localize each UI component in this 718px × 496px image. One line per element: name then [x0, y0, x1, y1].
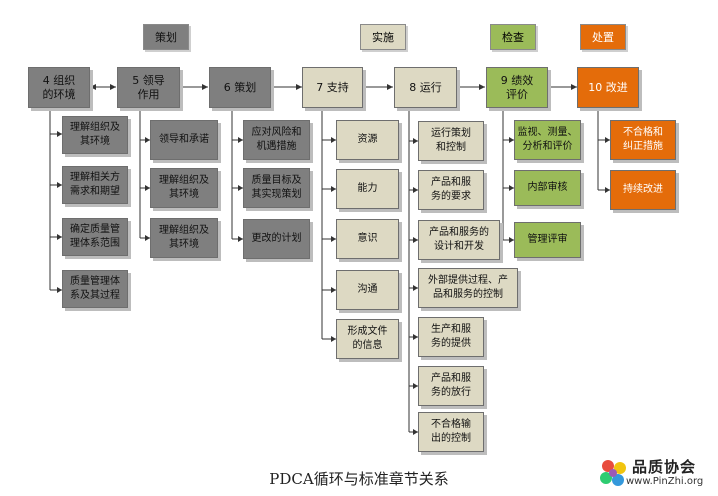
sub-item: 理解相关方 需求和期望 — [62, 166, 128, 204]
clause-7-box: 7 支持 — [302, 67, 363, 108]
figure-caption: PDCA循环与标准章节关系 — [269, 470, 449, 488]
sub-item: 理解组织及 其环境 — [150, 168, 218, 208]
clause-5-box: 5 领导 作用 — [117, 67, 180, 108]
sub-item: 更改的计划 — [243, 219, 310, 259]
sub-item: 质量目标及 其实现策划 — [243, 168, 310, 208]
logo-name: 品质协会 — [632, 458, 697, 476]
sub-item: 生产和服 务的提供 — [418, 317, 484, 357]
sub-item: 资源 — [336, 120, 399, 160]
sub-item: 应对风险和 机遇措施 — [243, 120, 310, 160]
sub-item: 外部提供过程、产 品和服务的控制 — [418, 268, 518, 308]
sub-item: 意识 — [336, 219, 399, 259]
logo-url: www.PinZhi.org — [626, 476, 704, 487]
clause-9-box: 9 绩效 评价 — [486, 67, 548, 108]
phase-plan: 策划 — [143, 24, 189, 50]
sub-item: 运行策划 和控制 — [418, 121, 484, 161]
clause-8-box: 8 运行 — [394, 67, 457, 108]
sub-item: 质量管理体 系及其过程 — [62, 270, 128, 308]
clause-10-box: 10 改进 — [577, 67, 639, 108]
sub-item: 确定质量管 理体系范围 — [62, 218, 128, 256]
sub-item: 产品和服务的 设计和开发 — [418, 220, 500, 260]
phase-do: 实施 — [360, 24, 406, 50]
phase-check: 检查 — [490, 24, 536, 50]
sub-item: 理解组织及 其环境 — [150, 218, 218, 258]
sub-item: 不合格和 纠正措施 — [610, 120, 676, 160]
sub-item: 内部审核 — [514, 170, 581, 206]
sub-item: 持续改进 — [610, 170, 676, 210]
sub-item: 领导和承诺 — [150, 120, 218, 160]
sub-item: 监视、测量、 分析和评价 — [514, 120, 581, 160]
clause-6-box: 6 策划 — [209, 67, 271, 108]
sub-item: 管理评审 — [514, 222, 581, 258]
sub-item: 不合格输 出的控制 — [418, 412, 484, 452]
site-logo: 品质协会 www.PinZhi.org — [596, 456, 714, 492]
sub-item: 理解组织及 其环境 — [62, 116, 128, 154]
sub-item: 产品和服 务的要求 — [418, 170, 484, 210]
sub-item: 沟通 — [336, 270, 399, 310]
clause-4-box: 4 组织 的环境 — [28, 67, 90, 108]
phase-act: 处置 — [580, 24, 626, 50]
sub-item: 形成文件 的信息 — [336, 319, 399, 359]
sub-item: 产品和服 务的放行 — [418, 366, 484, 406]
flower-logo-icon — [600, 460, 626, 486]
sub-item: 能力 — [336, 169, 399, 209]
